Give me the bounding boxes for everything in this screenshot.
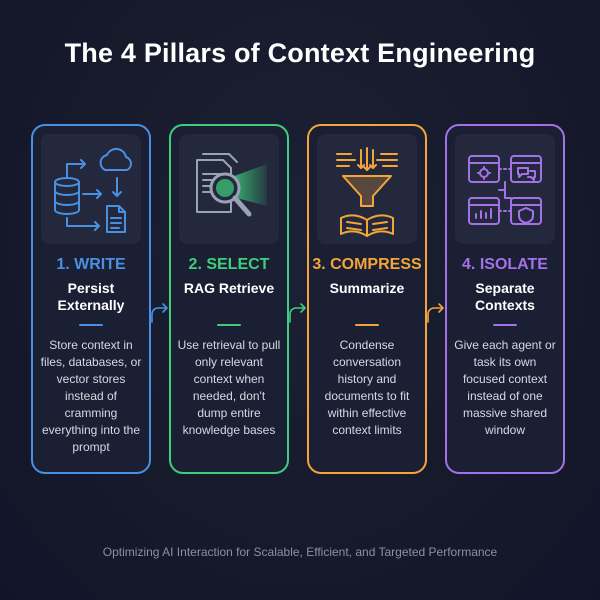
pillar-card-write: 1. WRITE Persist Externally Store contex…: [31, 124, 151, 474]
pillar-subtitle: Summarize: [329, 280, 405, 296]
arrow-right-icon: [289, 303, 306, 323]
pillar-heading: 4. ISOLATE: [462, 256, 548, 273]
pillar-card-compress: 3. COMPRESS Summarize Condense conversat…: [307, 124, 427, 474]
arrow-right-icon: [151, 303, 168, 323]
pillar-divider: [217, 324, 241, 326]
pillar-divider: [493, 324, 517, 326]
database-cloud-icon: [41, 134, 141, 244]
pillar-heading: 3. COMPRESS: [312, 256, 422, 273]
arrow-right-icon: [427, 303, 444, 323]
pillar-subtitle: Separate Contexts: [475, 280, 535, 313]
page-title: The 4 Pillars of Context Engineering: [64, 38, 536, 68]
pillar-divider: [79, 324, 103, 326]
pillar-description: Give each agent or task its own focused …: [454, 338, 556, 437]
pillar-description: Use retrieval to pull only relevant cont…: [177, 338, 281, 437]
pillar-description: Condense conversation history and docume…: [324, 338, 410, 437]
pillar-heading: 1. WRITE: [56, 256, 126, 273]
pillar-card-select: 2. SELECT RAG Retrieve Use retrieval to …: [169, 124, 289, 474]
pillar-description: Store context in files, databases, or ve…: [40, 338, 142, 454]
pillar-heading: 2. SELECT: [188, 256, 270, 273]
funnel-book-icon: [317, 134, 417, 244]
isolated-windows-icon: [455, 134, 555, 244]
magnifier-document-icon: [179, 134, 279, 244]
footer-tagline: Optimizing AI Interaction for Scalable, …: [102, 545, 498, 559]
pillar-subtitle: RAG Retrieve: [183, 280, 275, 296]
pillar-subtitle: Persist Externally: [57, 280, 125, 313]
pillar-divider: [355, 324, 379, 326]
pillar-card-isolate: 4. ISOLATE Separate Contexts Give each a…: [445, 124, 565, 474]
